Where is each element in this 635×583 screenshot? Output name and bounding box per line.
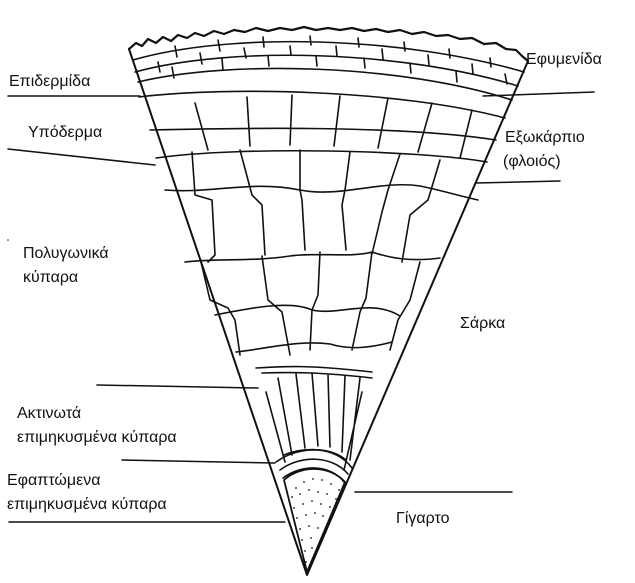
epidermis-row-lines	[133, 42, 524, 100]
polygonal-cells	[165, 150, 478, 372]
label-tangential-cells-2: επιμηκυσμένα κύπαρα	[7, 493, 167, 516]
label-polygonal-cells: Πολυγωνικά	[23, 242, 109, 265]
label-radial-cells: Ακτινωτά	[17, 402, 81, 425]
label-radial-cells-2: επιμηκυσμένα κύπαρα	[17, 426, 177, 449]
label-flesh: Σάρκα	[460, 312, 505, 335]
hypodermis-cells	[139, 91, 505, 162]
label-exocarp-peel: (φλοιός)	[503, 150, 561, 173]
label-hypodermis: Υπόδερμα	[28, 121, 102, 144]
label-exocarp: Εξωκάρπιο	[505, 126, 585, 149]
seed-outline	[284, 469, 345, 572]
label-epidermis: Επιδερμίδα	[9, 70, 90, 93]
label-polygonal-cells-2: κύπαρα	[23, 266, 78, 289]
label-seed: Γίγαρτο	[396, 507, 449, 530]
radial-cells	[262, 373, 372, 470]
label-tangential-cells: Εφαπτώμενα	[7, 469, 101, 492]
label-cuticle: Εφυμενίδα	[526, 48, 602, 71]
